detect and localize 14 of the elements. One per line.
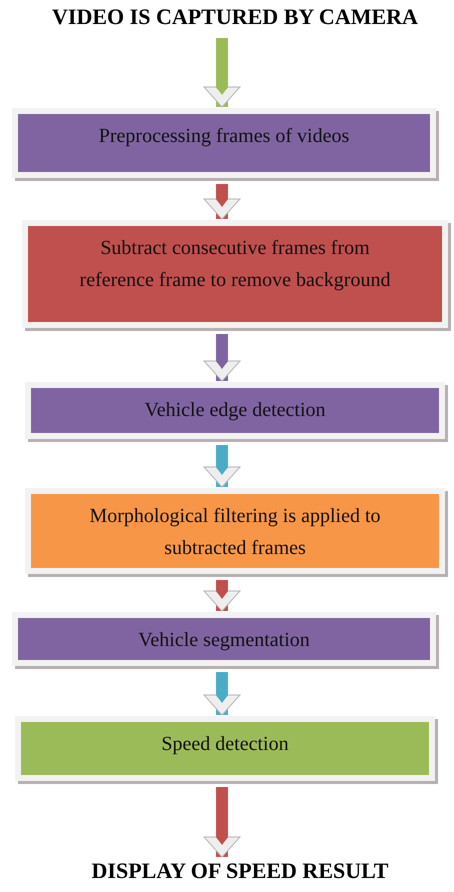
process-box <box>22 220 448 328</box>
process-box <box>15 716 435 781</box>
step-text: Vehicle segmentation <box>137 628 311 653</box>
flow-terminal-text: DISPLAY OF SPEED RESULT <box>30 858 450 886</box>
process-box <box>12 108 436 178</box>
step-text: Preprocessing frames of videos <box>98 124 350 149</box>
flow-terminal-text: VIDEO IS CAPTURED BY CAMERA <box>20 4 450 32</box>
step-text: Subtract consecutive frames from reference frame to remove background <box>78 236 392 293</box>
step-text: Vehicle edge detection <box>143 398 327 423</box>
step-text: Morphological filtering is applied to subtracted frames <box>88 504 382 561</box>
process-box <box>12 612 436 666</box>
process-box <box>25 382 445 439</box>
step-text: Speed detection <box>160 732 290 757</box>
process-box <box>25 488 445 574</box>
